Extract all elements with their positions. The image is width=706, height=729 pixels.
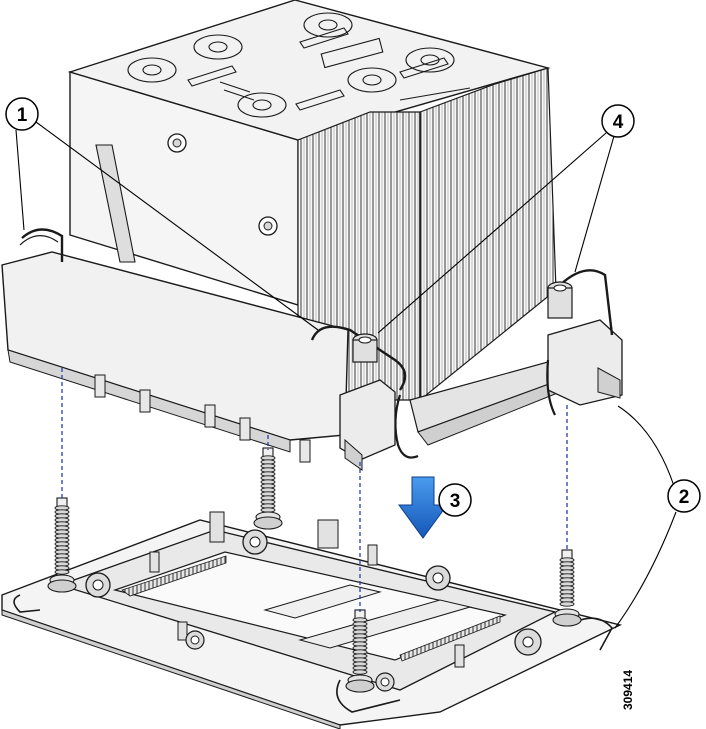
callout-4: 4 (601, 104, 635, 138)
down-arrow-icon (398, 476, 448, 539)
callout-3: 3 (438, 483, 472, 517)
latch-front (339, 379, 396, 461)
callout-1: 1 (5, 97, 39, 131)
screw-icon (514, 628, 542, 656)
figure-number: 309414 (621, 670, 635, 710)
alignment-guides (61, 368, 568, 612)
callout-2: 2 (667, 479, 701, 513)
callout-label: 2 (679, 487, 690, 508)
captive-nut (352, 333, 378, 363)
heatsink (67, 0, 561, 446)
clip-wire-right (559, 269, 614, 336)
cpu-socket-bolster (1, 511, 623, 729)
carrier-frame (1, 228, 623, 471)
threaded-stud (253, 447, 283, 530)
callout-circle-icon (5, 97, 39, 131)
heatsink-rear-fins (419, 67, 557, 402)
callout-circle-icon (601, 104, 635, 138)
callout-label: 3 (450, 491, 461, 512)
callout-label: 1 (17, 105, 28, 126)
screw-icon (185, 630, 205, 650)
screw-icon (85, 572, 111, 598)
screw-icon (242, 529, 268, 555)
callout-circle-icon (438, 483, 472, 517)
threaded-stud (47, 497, 77, 593)
clip-wire-left (21, 228, 64, 262)
callout-label: 4 (613, 112, 624, 133)
screw-icon (425, 565, 451, 591)
top-plate-markings (127, 12, 471, 118)
callout-circle-icon (667, 479, 701, 513)
leader-lines (15, 121, 677, 629)
captive-nut (547, 281, 573, 319)
screw-icon (375, 672, 395, 692)
threaded-stud (552, 549, 582, 627)
